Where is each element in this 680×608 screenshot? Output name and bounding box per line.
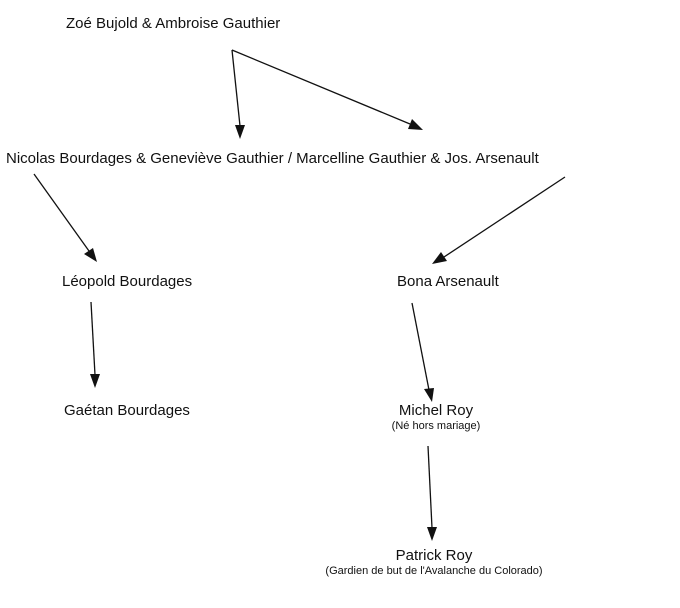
- node-leopold: Léopold Bourdages: [62, 273, 192, 291]
- node-patrick-note: (Gardien de but de l'Avalanche du Colora…: [325, 565, 543, 577]
- node-root: Zoé Bujold & Ambroise Gauthier: [66, 15, 280, 33]
- arrow-leopold-to-gaetan: [90, 301, 100, 388]
- node-generation2-name: Nicolas Bourdages & Geneviève Gauthier /…: [6, 150, 539, 167]
- arrow-root-to-arsenault: [231, 49, 423, 130]
- arrow-root-to-bourdages: [231, 49, 245, 139]
- node-generation2: Nicolas Bourdages & Geneviève Gauthier /…: [6, 150, 539, 168]
- node-bona-name: Bona Arsenault: [397, 273, 499, 290]
- arrow-michel-to-patrick: [427, 445, 437, 541]
- node-patrick: Patrick Roy (Gardien de but de l'Avalanc…: [325, 547, 542, 578]
- node-root-name: Zoé Bujold & Ambroise Gauthier: [66, 15, 281, 32]
- node-gaetan-name: Gaétan Bourdages: [64, 402, 190, 419]
- node-bona: Bona Arsenault: [397, 273, 499, 291]
- node-gaetan: Gaétan Bourdages: [64, 402, 190, 420]
- node-michel-note: (Né hors mariage): [391, 420, 481, 432]
- node-michel: Michel Roy (Né hors mariage): [392, 402, 481, 433]
- arrow-bona-to-michel: [411, 302, 434, 402]
- node-leopold-name: Léopold Bourdages: [62, 273, 193, 290]
- node-patrick-name: Patrick Roy: [395, 547, 473, 564]
- node-michel-name: Michel Roy: [398, 402, 474, 419]
- arrow-bourdages-to-leopold: [33, 173, 97, 262]
- arrow-arsenault-to-bona: [432, 176, 566, 264]
